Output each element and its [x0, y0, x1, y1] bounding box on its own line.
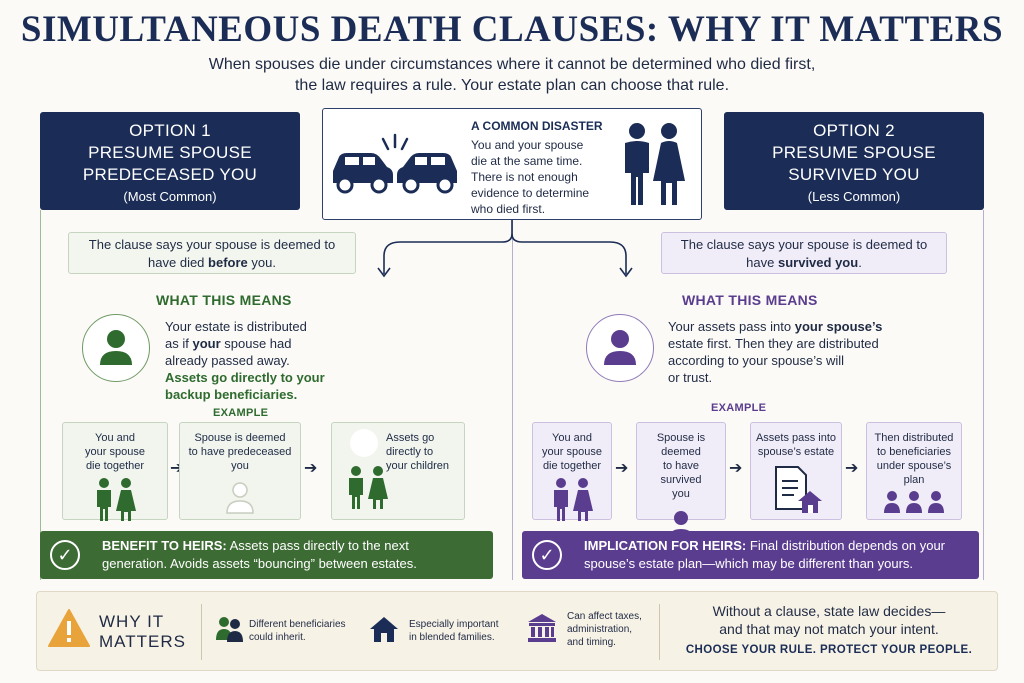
option1-step-3: Assets go directly to your children — [331, 422, 465, 520]
option2-means-heading: WHAT THIS MEANS — [682, 292, 818, 308]
car-crash-icon — [333, 133, 457, 194]
ghost-person-icon — [226, 482, 254, 514]
option1-example-label: EXAMPLE — [213, 407, 269, 419]
bank-icon — [528, 614, 556, 642]
implication-banner: ✓ IMPLICATION FOR HEIRS: Final distribut… — [522, 531, 979, 579]
ghost-circle — [350, 429, 378, 457]
option2-step-1: You and your spouse die together — [532, 422, 612, 521]
arrow-right-icon: ➔ — [304, 460, 318, 477]
option1-clause: The clause says your spouse is deemed to… — [68, 232, 356, 274]
closing-statement: Without a clause, state law decides— and… — [712, 603, 946, 637]
why-item-3: Can affect taxes,administration,and timi… — [567, 611, 642, 648]
option1-panel — [40, 210, 512, 580]
option2-means-text: Your assets pass into your spouse’s esta… — [668, 319, 883, 385]
page-subtitle: When spouses die under circumstances whe… — [208, 56, 816, 94]
option1-means-heading: WHAT THIS MEANS — [156, 292, 292, 308]
page-title: SIMULTANEOUS DEATH CLAUSES: WHY IT MATTE… — [20, 9, 1004, 50]
beneficiaries-icon — [884, 491, 944, 513]
option1-header: OPTION 1 PRESUME SPOUSE PREDECEASED YOU … — [40, 112, 300, 210]
option1-person-circle — [82, 314, 150, 382]
option2-header: OPTION 2 PRESUME SPOUSE SURVIVED YOU (Le… — [724, 112, 984, 210]
option2-step-4: Then distributed to beneficiaries under … — [866, 422, 962, 520]
why-title: WHY IT MATTERS — [99, 612, 186, 651]
benefit-banner: ✓ BENEFIT TO HEIRS: Assets pass directly… — [40, 531, 493, 579]
arrow-right-icon: ➔ — [729, 460, 743, 477]
option2-step-2: Spouse is deemed to have survived you — [636, 422, 726, 541]
option1-step-2: Spouse is deemed to have predeceased you — [179, 422, 301, 520]
option2-person-circle — [586, 314, 654, 382]
warning-icon — [48, 609, 90, 647]
option2-clause: The clause says your spouse is deemed to… — [661, 232, 947, 274]
arrow-right-icon: ➔ — [615, 460, 629, 477]
people-icon — [216, 617, 243, 642]
couple-icon — [554, 478, 593, 521]
option2-example-label: EXAMPLE — [711, 402, 767, 414]
branch-arrows — [377, 220, 633, 278]
arrow-right-icon: ➔ — [845, 460, 859, 477]
couple-icon — [625, 123, 685, 205]
common-disaster-box: A COMMON DISASTER You and your spouse di… — [322, 108, 702, 220]
option2-panel — [512, 210, 984, 580]
couple-icon — [97, 478, 136, 521]
checkmark-icon: ✓ — [532, 540, 562, 570]
option1-step-1: You and your spouse die together — [62, 422, 168, 521]
option1-means-text: Your estate is distributed as if your sp… — [165, 319, 325, 402]
document-house-icon — [775, 466, 822, 513]
option2-step-3: Assets pass into spouse’s estate — [750, 422, 842, 520]
person-icon — [604, 330, 636, 365]
checkmark-icon: ✓ — [50, 540, 80, 570]
person-icon — [100, 330, 132, 365]
children-icon — [349, 466, 388, 509]
call-to-action: CHOOSE YOUR RULE. PROTECT YOUR PEOPLE. — [685, 644, 973, 656]
house-icon — [370, 617, 398, 642]
